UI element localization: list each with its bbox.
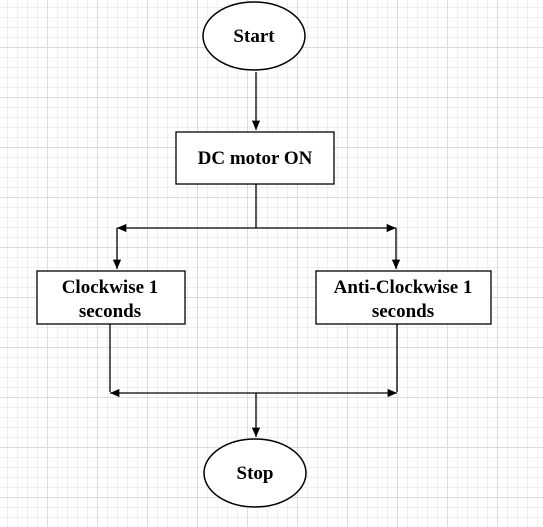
- clockwise-label-line2: seconds: [79, 301, 141, 322]
- process-node: DC motor ON: [175, 131, 335, 185]
- stop-node: Stop: [203, 438, 307, 508]
- start-node: Start: [202, 1, 306, 71]
- stop-label: Stop: [237, 463, 274, 484]
- clockwise-node: Clockwise 1 seconds: [36, 270, 186, 325]
- process-label: DC motor ON: [198, 148, 313, 169]
- anticlockwise-node: Anti-Clockwise 1 seconds: [315, 270, 492, 325]
- start-label: Start: [233, 26, 275, 47]
- clockwise-label-line1: Clockwise 1: [62, 277, 159, 298]
- anticlockwise-label-line1: Anti-Clockwise 1: [334, 277, 473, 298]
- anticlockwise-label-line2: seconds: [372, 301, 434, 322]
